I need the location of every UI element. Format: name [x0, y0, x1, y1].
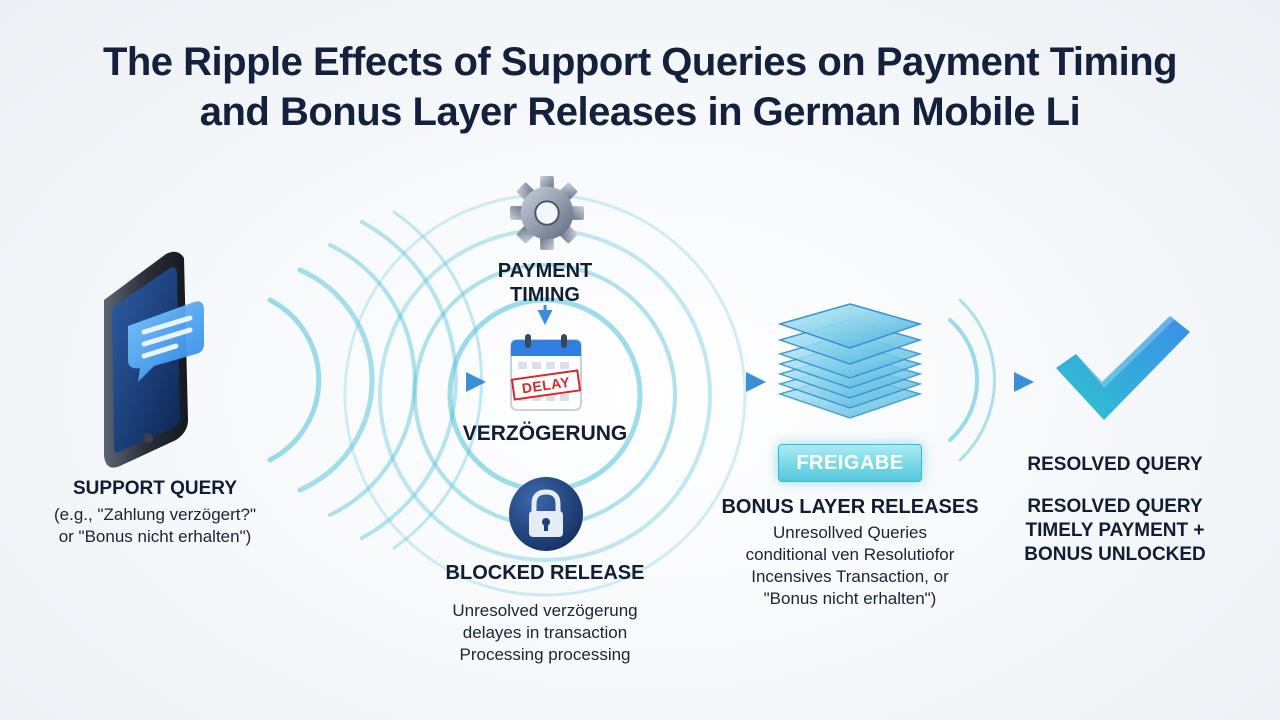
bonus-layer-label: BONUS LAYER RELEASES — [721, 496, 979, 518]
layers-icon — [777, 303, 923, 419]
blocked-release-desc-2: delayes in transaction — [462, 623, 628, 642]
chat-bubble-icon — [128, 301, 204, 382]
payment-timing-status: VERZÖGERUNG — [462, 422, 628, 445]
resolved-line-1: RESOLVED QUERY — [1027, 496, 1203, 517]
payment-timing-label-2: TIMING — [510, 284, 580, 306]
blocked-release-desc-1: Unresolved verzögerung — [452, 601, 638, 620]
support-query-example-1: (e.g., "Zahlung verzögert?" — [53, 505, 256, 524]
page-title-line-1: The Ripple Effects of Support Queries on… — [102, 40, 1178, 84]
page-title-line-2: and Bonus Layer Releases in German Mobil… — [199, 90, 1081, 134]
gear-icon — [509, 175, 585, 251]
blocked-release-label: BLOCKED RELEASE — [445, 562, 645, 584]
resolved-line-3: BONUS UNLOCKED — [1024, 544, 1206, 565]
checkmark-icon — [1056, 316, 1190, 420]
bonus-layer-desc-3: Incensives Transaction, or — [751, 567, 949, 586]
blocked-release-desc-3: Processing processing — [459, 645, 631, 664]
bonus-layer-desc-1: Unresollved Queries — [772, 523, 927, 542]
payment-timing-label-1: PAYMENT — [497, 260, 593, 282]
bonus-layer-desc-2: conditional ven Resolutiofor — [745, 545, 955, 564]
support-query-label: SUPPORT QUERY — [73, 478, 237, 499]
lock-icon — [509, 477, 583, 551]
freigabe-badge: FREIGABE — [778, 444, 922, 482]
bonus-layer-desc-4: "Bonus nicht erhalten") — [763, 589, 937, 608]
calendar-icon: DELAY — [508, 332, 584, 412]
support-query-example-2: or "Bonus nicht erhalten") — [58, 527, 252, 546]
resolved-heading: RESOLVED QUERY — [1027, 454, 1203, 475]
resolved-line-2: TIMELY PAYMENT + — [1025, 520, 1205, 541]
